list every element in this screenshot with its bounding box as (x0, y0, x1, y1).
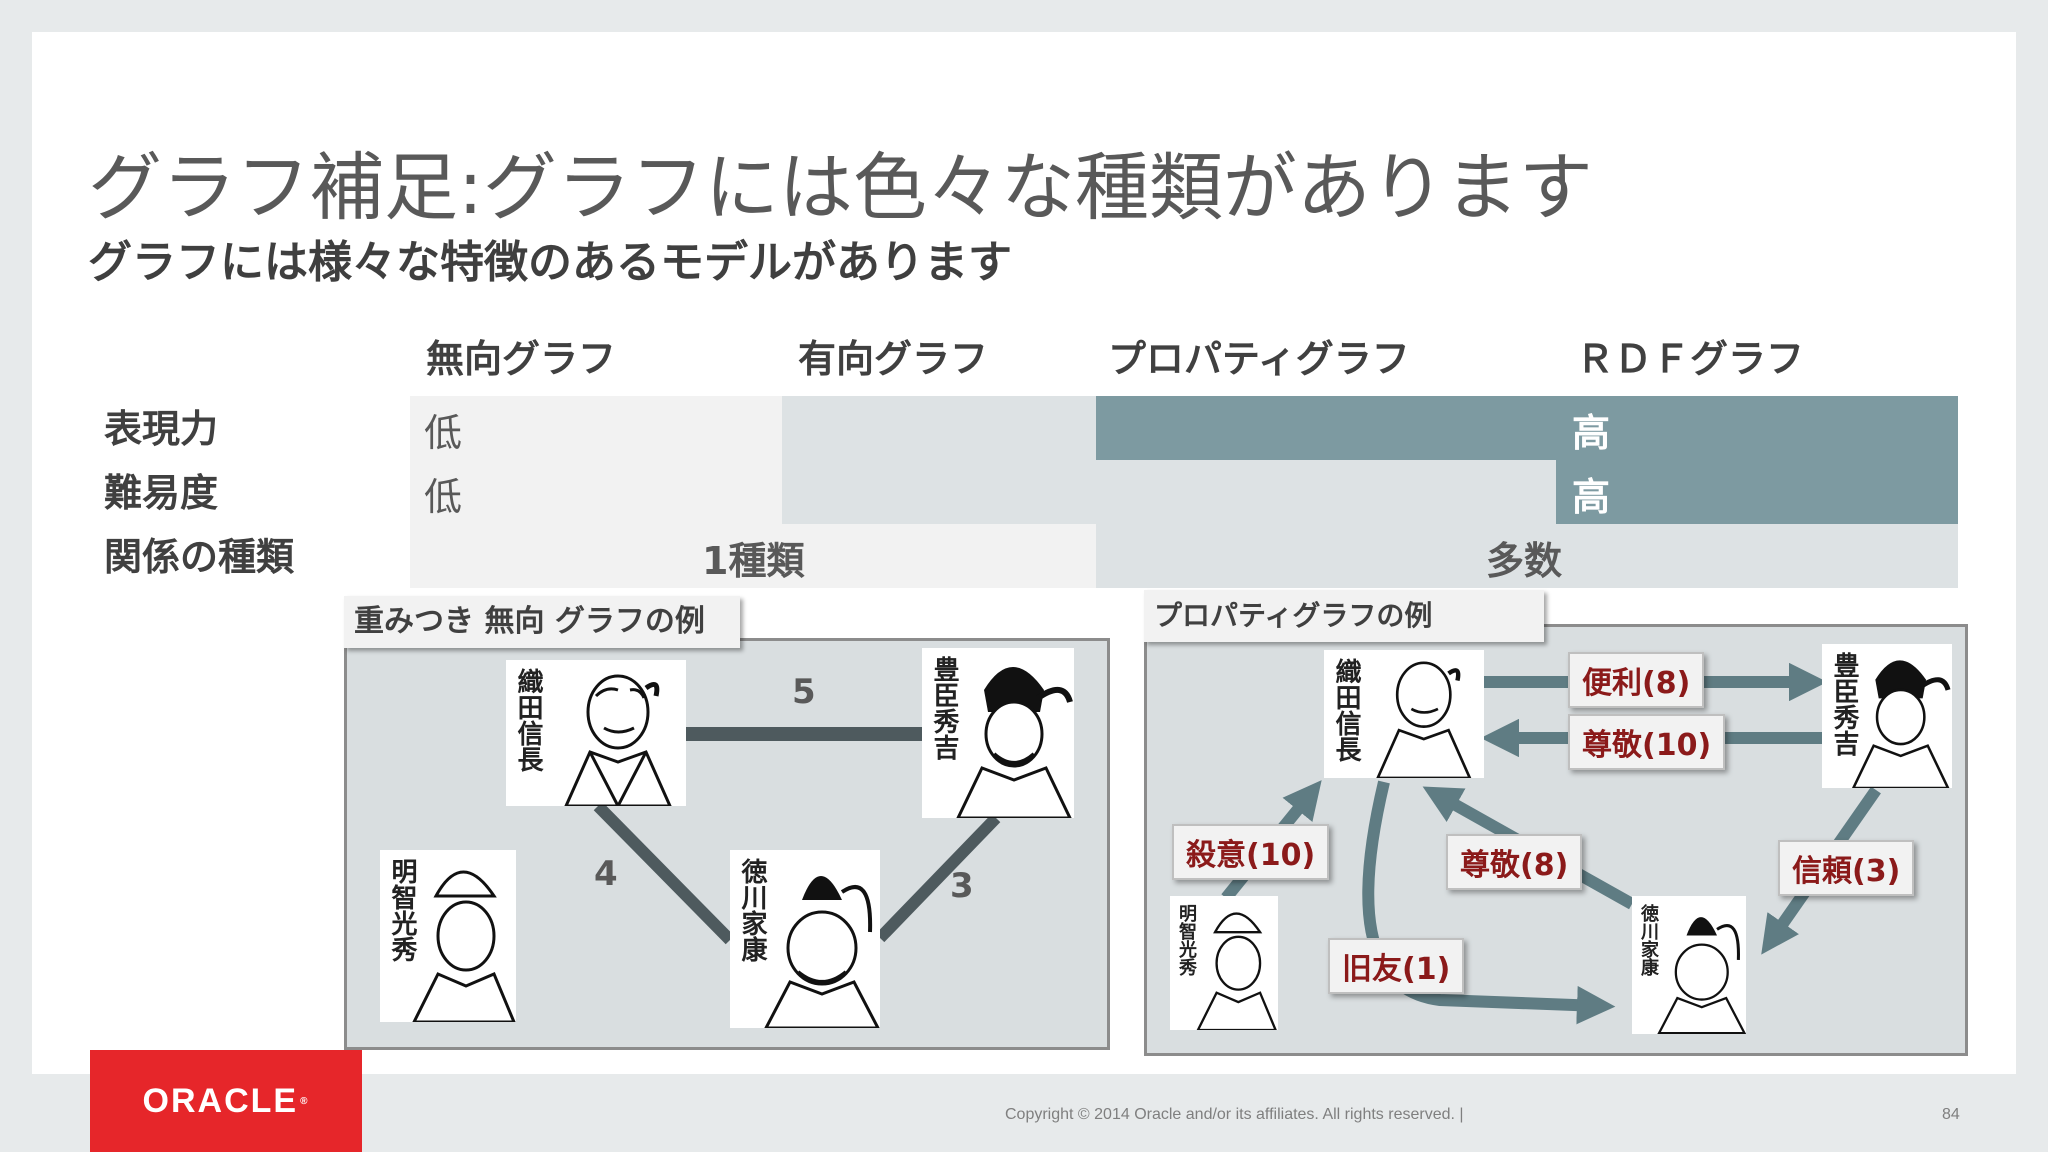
row-expressiveness: 表現力 (104, 407, 219, 451)
oracle-logo: ORACLE® (90, 1050, 362, 1152)
relation-respect10: 尊敬(10) (1568, 714, 1726, 770)
edge-hideyoshi-ieyasu (875, 813, 1001, 943)
band-types-many (1096, 524, 1958, 588)
band-types-one (410, 524, 1096, 588)
types-one-text: 1種類 (702, 539, 805, 583)
name-mitsuhide: 明智光秀 (387, 858, 417, 962)
col-property: プロパティグラフ (1108, 337, 1410, 381)
diff-low-text: 低 (424, 475, 463, 519)
pg-portrait-ieyasu: 徳川家康 (1632, 896, 1746, 1034)
page-number: 84 (1942, 1106, 1960, 1123)
page-title: グラフ補足:グラフには色々な種類があります (88, 145, 1593, 231)
col-undirected: 無向グラフ (426, 337, 617, 381)
pg-mitsuhide-figure-icon (1196, 912, 1277, 1030)
weight-3: 3 (950, 866, 974, 906)
band-expr-high (1096, 396, 1958, 460)
mitsuhide-figure-icon (412, 870, 516, 1022)
arrow-oldfriend (1362, 780, 1616, 1025)
hideyoshi-figure-icon (956, 667, 1073, 818)
nobunaga-figure-icon (564, 674, 672, 806)
types-many-text: 多数 (1486, 539, 1563, 583)
property-label: プロパティグラフの例 (1144, 590, 1544, 642)
band-expr-undirected (410, 396, 782, 460)
ieyasu-figure-icon (764, 876, 880, 1028)
name-nobunaga: 織田信長 (513, 668, 543, 772)
relation-murder: 殺意(10) (1172, 824, 1330, 880)
weight-5: 5 (792, 672, 816, 712)
band-diff-undirected (410, 460, 782, 524)
name-ieyasu: 徳川家康 (737, 858, 767, 962)
band-diff-mid (782, 460, 1556, 524)
pg-portrait-hideyoshi: 豊臣秀吉 (1822, 644, 1952, 788)
relation-respect8: 尊敬(8) (1446, 834, 1583, 890)
portrait-mitsuhide: 明智光秀 (380, 850, 516, 1022)
portrait-nobunaga: 織田信長 (506, 660, 686, 806)
col-directed: 有向グラフ (798, 337, 989, 381)
portrait-hideyoshi: 豊臣秀吉 (922, 648, 1074, 818)
name-hideyoshi: 豊臣秀吉 (929, 656, 959, 760)
pg-portrait-nobunaga: 織田信長 (1324, 650, 1484, 778)
diff-high-text: 高 (1572, 475, 1611, 519)
band-diff-high (1556, 460, 1958, 524)
pg-name-mitsuhide: 明智光秀 (1176, 904, 1197, 976)
copyright-notice: Copyright © 2014 Oracle and/or its affil… (1005, 1106, 1464, 1123)
undirected-label: 重みつき 無向 グラフの例 (344, 596, 740, 648)
pg-name-ieyasu: 徳川家康 (1638, 904, 1659, 976)
row-relation-types: 関係の種類 (104, 535, 295, 579)
expr-high-text: 高 (1572, 411, 1611, 455)
pg-portrait-mitsuhide: 明智光秀 (1170, 896, 1278, 1030)
relation-oldfriend: 旧友(1) (1328, 938, 1465, 994)
portrait-ieyasu: 徳川家康 (730, 850, 880, 1028)
oracle-logo-text: ORACLE (142, 1081, 299, 1120)
weight-4: 4 (594, 854, 618, 894)
pg-hideyoshi-figure-icon (1851, 660, 1951, 788)
expr-low-text: 低 (424, 411, 463, 455)
edge-nobunaga-ieyasu (593, 801, 735, 945)
relation-convenience: 便利(8) (1568, 652, 1705, 708)
page-subtitle: グラフには様々な特徴のあるモデルがあります (88, 237, 1012, 288)
pg-name-nobunaga: 織田信長 (1331, 658, 1361, 762)
col-rdf: ＲＤＦグラフ (1576, 337, 1805, 381)
relation-trust: 信頼(3) (1778, 840, 1915, 896)
row-difficulty: 難易度 (104, 471, 219, 515)
band-expr-directed (782, 396, 1096, 460)
registered-mark-icon: ® (300, 1095, 310, 1107)
pg-ieyasu-figure-icon (1657, 917, 1746, 1034)
pg-name-hideyoshi: 豊臣秀吉 (1829, 652, 1859, 756)
pg-nobunaga-figure-icon (1376, 661, 1472, 778)
